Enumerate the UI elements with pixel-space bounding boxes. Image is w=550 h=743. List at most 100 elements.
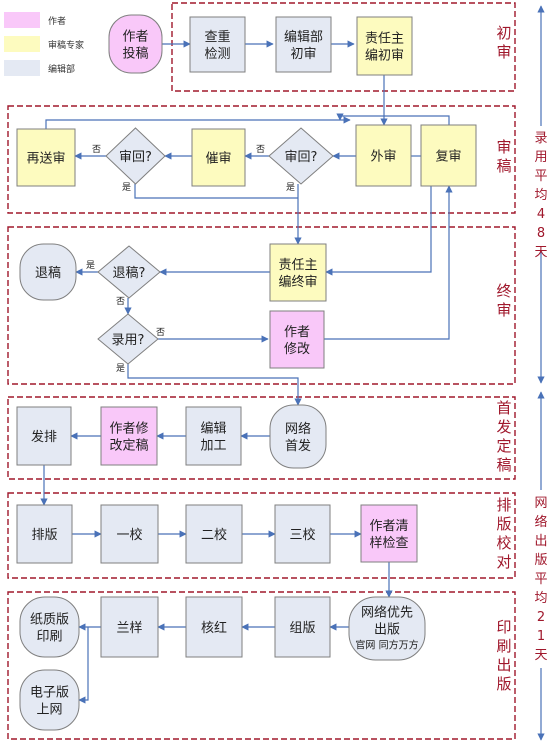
node-shape: [19, 669, 80, 731]
node-blueprint: 兰样: [100, 596, 159, 658]
section-box-print: [7, 591, 516, 740]
legend-label-editorial: 编辑部: [48, 63, 75, 75]
node-label: 再送审: [26, 152, 65, 167]
node-shape: [274, 596, 331, 658]
node-label: 电子版上网: [30, 686, 69, 718]
node-shape: [19, 243, 77, 301]
section-box-initial: [171, 2, 516, 92]
node-urge: 催审: [191, 128, 246, 187]
node-label: 作者修改: [284, 325, 310, 357]
node-label: 录用?: [112, 333, 145, 348]
node-check-red: 核红: [185, 596, 243, 658]
section-label-print: 印刷出版: [496, 618, 511, 693]
edge-label-q2-no: 否: [256, 144, 265, 155]
node-shape: [108, 14, 163, 74]
edge-revise-rereview: [324, 185, 453, 340]
node-reject-q: 退稿?: [97, 245, 161, 299]
node-shape: [268, 127, 334, 185]
node-shape: [185, 406, 242, 466]
node-label: 网络首发: [285, 421, 311, 454]
node-shape: [275, 16, 332, 73]
edge-label-q1-no: 否: [92, 144, 101, 155]
node-label: 审回?: [119, 150, 152, 165]
section-label-initial: 初审: [496, 24, 511, 61]
node-check-dup: 查重检测: [189, 16, 246, 73]
legend-swatch-editorial: [4, 60, 40, 76]
node-label: 纸质版印刷: [30, 613, 69, 645]
edge-q1-yes: [134, 184, 298, 199]
node-shape: [274, 504, 331, 564]
node-shape: [100, 504, 159, 564]
legend-label-author: 作者: [48, 15, 66, 27]
node-shape: [356, 16, 413, 76]
node-shape: [269, 404, 327, 469]
node-e-online: 电子版上网: [19, 669, 80, 731]
node-shape: [185, 596, 243, 658]
node-shape: [16, 504, 73, 564]
node-online-first: 网络首发: [269, 404, 327, 469]
node-label: 二校: [201, 527, 227, 543]
edge-loop-top: [336, 113, 450, 125]
node-shape: [100, 406, 158, 466]
edge-label-accept-no: 否: [156, 327, 165, 338]
node-author-revise: 作者修改: [269, 310, 325, 369]
edge-acceptq-yes: [127, 364, 302, 406]
node-shape: [420, 124, 477, 187]
node-label: 复审: [435, 150, 461, 165]
section-box-publish-first: [7, 396, 516, 480]
node-compose: 组版: [274, 596, 331, 658]
node-proof1: 一校: [100, 504, 159, 564]
node-shape: [105, 127, 166, 185]
edge-label-reject-yes: 是: [86, 260, 95, 271]
section-box-final: [7, 226, 516, 385]
node-proof3: 三校: [274, 504, 331, 564]
section-box-review: [7, 105, 516, 214]
edge-resend-external: [45, 116, 351, 129]
node-shape: [19, 596, 80, 658]
node-label: 兰样: [116, 621, 142, 636]
node-edit-process: 编辑加工: [185, 406, 242, 466]
node-author-submit: 作者投稿: [108, 14, 163, 74]
section-label-layout: 排版校对: [496, 496, 511, 571]
node-resend: 再送审: [16, 128, 76, 187]
node-editor-first: 编辑部初审: [275, 16, 332, 73]
node-label: 编辑部初审: [284, 30, 323, 62]
node-re-review: 复审: [420, 124, 477, 187]
node-sublabel: 官网 同方万方: [355, 639, 418, 652]
node-label: 作者修改定稿: [109, 422, 148, 454]
node-label: 作者清样检查: [369, 519, 408, 551]
node-shape: [100, 596, 159, 658]
node-label: 核红: [201, 620, 227, 636]
section-label-review: 审稿: [496, 138, 511, 175]
node-label: 作者投稿: [122, 30, 148, 62]
node-label: 网络优先出版: [361, 605, 413, 638]
node-label: 查重检测: [204, 29, 230, 62]
edge-blueprint-eonline: [78, 627, 89, 704]
node-review-back2: 审回?: [268, 127, 334, 185]
nodes: 作者投稿查重检测编辑部初审责任主编初审再送审审回?催审审回?外审复审退稿退稿?责…: [16, 14, 477, 731]
edges: 否 否 是 是 是 否 否 是: [40, 40, 453, 704]
node-reject: 退稿: [19, 243, 77, 301]
node-label: 发排: [31, 429, 57, 445]
node-layout: 排版: [16, 504, 73, 564]
node-typeset-send: 发排: [16, 406, 72, 466]
node-label: 编辑加工: [200, 422, 226, 454]
node-label: 三校: [289, 527, 315, 543]
section-box-layout: [7, 492, 516, 579]
node-shape: [16, 128, 76, 187]
node-shape: [97, 313, 159, 365]
node-shape: [189, 16, 246, 73]
legend-swatch-author: [4, 12, 40, 28]
node-author-final: 作者修改定稿: [100, 406, 158, 466]
node-label: 退稿?: [113, 265, 146, 281]
node-label: 排版: [31, 528, 57, 543]
node-shape: [348, 596, 426, 661]
edge-label-reject-no: 否: [116, 296, 125, 307]
node-label: 催审: [205, 152, 231, 167]
edge-label-q2-yes: 是: [286, 182, 295, 193]
node-shape: [185, 504, 243, 564]
node-label: 组版: [289, 621, 315, 636]
node-accept-q: 录用?: [97, 313, 159, 365]
